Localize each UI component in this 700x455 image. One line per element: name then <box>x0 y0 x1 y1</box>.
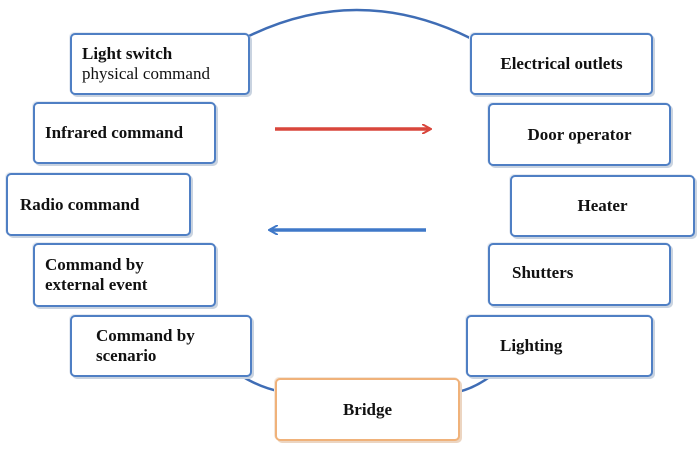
cycle-arc-bottom-right <box>457 376 489 394</box>
node-radio-command-label: Radio command <box>20 194 140 214</box>
node-heater-label: Heater <box>577 196 628 215</box>
node-shutters: Shutters <box>488 243 671 306</box>
node-command-external-event-line2: external event <box>45 275 148 294</box>
node-infrared-command: Infrared command <box>33 102 216 164</box>
node-light-switch-subtitle: physical command <box>82 64 210 83</box>
node-light-switch-title: Light switch <box>82 44 173 63</box>
node-shutters-label: Shutters <box>512 263 574 282</box>
cycle-arc <box>244 8 471 40</box>
node-command-external-event: Command by external event <box>33 243 216 307</box>
node-command-scenario-line1: Command by <box>96 326 195 345</box>
node-command-scenario-line2: scenario <box>96 346 157 365</box>
node-infrared-command-label: Infrared command <box>45 123 184 142</box>
node-lighting-label: Lighting <box>500 336 563 355</box>
node-radio-command: Radio command <box>6 173 191 236</box>
node-electrical-outlets: Electrical outlets <box>470 33 653 95</box>
node-electrical-outlets-label: Electrical outlets <box>500 54 623 73</box>
node-door-operator: Door operator <box>488 103 671 166</box>
node-heater: Heater <box>510 175 695 237</box>
node-light-switch: Light switch physical command <box>70 33 250 95</box>
node-command-external-event-line1: Command by <box>45 255 144 274</box>
node-command-scenario: Command by scenario <box>70 315 252 377</box>
node-door-operator-label: Door operator <box>527 124 632 144</box>
node-lighting: Lighting <box>466 315 653 377</box>
node-bridge-label: Bridge <box>342 399 393 419</box>
node-bridge: Bridge <box>275 378 460 441</box>
